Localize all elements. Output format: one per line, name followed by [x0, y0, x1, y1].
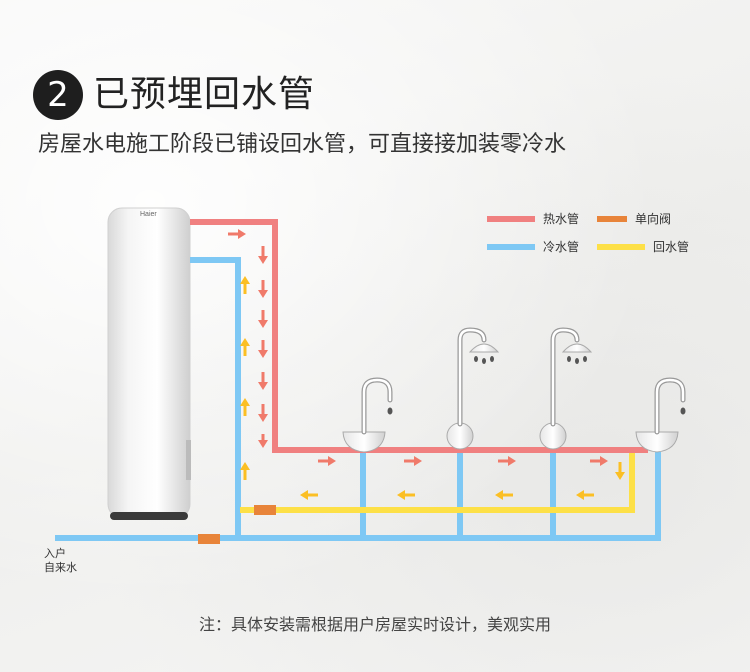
hot-pipe [190, 219, 648, 453]
legend-label: 回水管 [653, 240, 690, 254]
shower-riser-left-highlight [458, 328, 486, 426]
inlet-label-line2: 自来水 [44, 561, 77, 574]
legend-swatch-hot [487, 215, 535, 222]
water-drop-icon [387, 407, 393, 415]
check-valve-inlet [198, 534, 220, 544]
cold-pipe-main [55, 452, 661, 541]
heater-body [107, 207, 191, 519]
step-number: 2 [47, 75, 69, 115]
return-arrow-left [495, 490, 513, 500]
step-number-badge: 2 [33, 70, 83, 120]
hot-arrow-right [404, 456, 422, 466]
legend-swatch-return [597, 243, 645, 250]
basin-faucet-right [635, 377, 686, 453]
heater-base [110, 512, 188, 520]
legend-label: 热水管 [543, 212, 580, 226]
footnote: 注：具体安装需根据用户房屋实时设计，美观实用 [198, 615, 551, 634]
shower-mixer-right [539, 422, 567, 450]
water-drop-icon [680, 407, 686, 415]
return-arrow-left [397, 490, 415, 500]
legend-swatch-valve [597, 215, 627, 222]
inlet-label-line1: 入户 [44, 547, 66, 560]
inlet-label: 入户 自来水 [44, 547, 77, 575]
return-arrow-up [240, 338, 250, 356]
shower-left [446, 327, 500, 450]
cold-pipe-heater-feed [190, 257, 241, 538]
legend-swatch-cold [487, 243, 535, 250]
basin-faucet-left [342, 377, 393, 453]
legend-item-check-valve: 单向阀 [597, 210, 671, 227]
faucet-spout-left [361, 377, 393, 435]
hot-arrow-right [228, 229, 246, 239]
return-arrow-down [615, 462, 625, 480]
shower-head-icon [468, 343, 500, 353]
hot-arrow-right [498, 456, 516, 466]
shower-mixer-left [446, 422, 474, 450]
return-pipe [240, 452, 635, 513]
shower-drops-icon [474, 356, 494, 364]
basin-left [342, 431, 386, 453]
legend-item-return-pipe: 回水管 [597, 238, 689, 255]
shower-head-icon [561, 343, 593, 353]
faucet-spout-right-highlight [655, 378, 685, 434]
return-arrow-up [240, 462, 250, 480]
hot-arrow-right [318, 456, 336, 466]
check-valve-return [254, 505, 276, 515]
hot-arrow-down [258, 340, 268, 358]
page-title: 已预埋回水管 [93, 74, 316, 115]
hot-arrow-down [258, 404, 268, 422]
heater-brand: Haier [140, 211, 157, 218]
basin-right [635, 431, 679, 453]
legend-label: 冷水管 [543, 240, 580, 254]
return-arrow-up [240, 398, 250, 416]
legend-label: 单向阀 [635, 212, 672, 226]
return-arrow-left [300, 490, 318, 500]
heater-side-fitting [186, 440, 191, 480]
hot-arrow-down [258, 246, 268, 264]
page-subtitle: 房屋水电施工阶段已铺设回水管，可直接接加装零冷水 [38, 132, 567, 157]
return-arrow-left [576, 490, 594, 500]
hot-arrow-down [258, 434, 268, 448]
shower-drops-icon [567, 356, 587, 364]
hot-flow-arrows [228, 229, 608, 466]
return-flow-arrows [240, 276, 625, 500]
shower-riser-right-highlight [551, 328, 579, 426]
hot-arrow-down [258, 372, 268, 390]
hot-arrow-down [258, 280, 268, 298]
return-arrow-up [240, 276, 250, 294]
hot-arrow-right [590, 456, 608, 466]
legend-item-cold-pipe: 冷水管 [487, 238, 579, 255]
shower-right [539, 327, 593, 450]
hot-arrow-down [258, 310, 268, 328]
faucet-spout-left-highlight [362, 378, 392, 434]
legend-item-hot-pipe: 热水管 [487, 210, 579, 227]
faucet-spout-right [654, 377, 686, 435]
water-heater: Haier [107, 207, 191, 520]
